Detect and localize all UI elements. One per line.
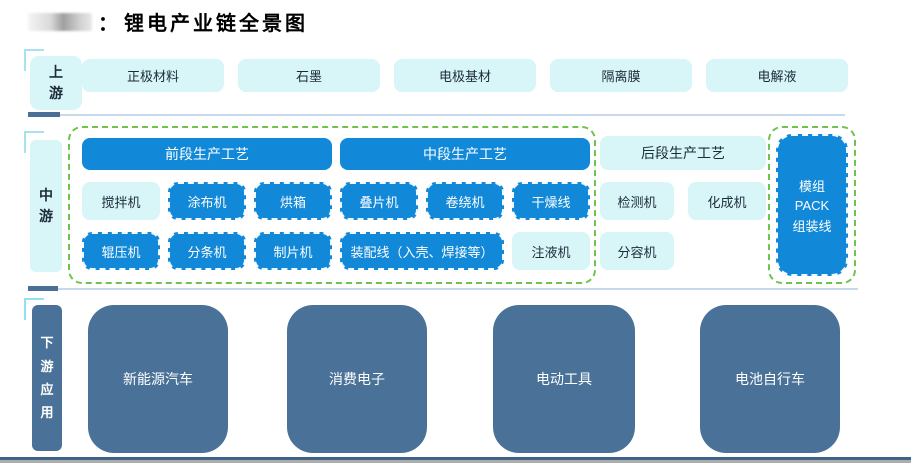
corner-decoration bbox=[24, 49, 44, 71]
machine-drying-line: 干燥线 bbox=[512, 182, 590, 220]
divider-accent bbox=[28, 112, 60, 117]
upstream-item-electrode-substrate: 电极基材 bbox=[394, 59, 536, 92]
upstream-item-separator-film: 隔离膜 bbox=[550, 59, 692, 92]
upstream-item-cathode-material: 正极材料 bbox=[82, 59, 224, 92]
bottom-border-dark bbox=[0, 457, 911, 460]
downstream-row-label: 下游应用 bbox=[32, 305, 62, 451]
title-separator: ： bbox=[98, 13, 118, 35]
machine-winding: 卷绕机 bbox=[426, 182, 504, 220]
upstream-row-label: 上游 bbox=[30, 56, 82, 110]
upstream-item-graphite: 石墨 bbox=[238, 59, 380, 92]
front-middle-process-group: 前段生产工艺 搅拌机 涂布机 烘箱 辊压机 分条机 制片机 中段生产工艺 叠片机… bbox=[68, 126, 596, 284]
machine-roller-press: 辊压机 bbox=[82, 232, 160, 270]
pack-assembly-group: 模组 PACK 组装线 bbox=[768, 126, 856, 284]
machine-mixer: 搅拌机 bbox=[82, 182, 160, 220]
module-pack-assembly-line: 模组 PACK 组装线 bbox=[776, 134, 848, 276]
downstream-item-power-tools: 电动工具 bbox=[493, 305, 635, 453]
machine-oven: 烘箱 bbox=[254, 182, 332, 220]
front-process-header: 前段生产工艺 bbox=[82, 138, 332, 170]
machine-testing: 检测机 bbox=[600, 182, 674, 220]
corner-decoration bbox=[24, 131, 44, 153]
machine-formation: 化成机 bbox=[688, 182, 766, 220]
machine-electrolyte-filling: 注液机 bbox=[512, 232, 590, 270]
redacted-label bbox=[28, 12, 92, 31]
upstream-items-row: 正极材料 石墨 电极基材 隔离膜 电解液 bbox=[82, 59, 848, 92]
machine-slitter: 分条机 bbox=[168, 232, 246, 270]
page-title: 锂电产业链全景图 bbox=[124, 13, 308, 35]
divider-accent bbox=[28, 286, 58, 291]
middle-process-header: 中段生产工艺 bbox=[340, 138, 590, 170]
back-process-section: 后段生产工艺 检测机 化成机 分容机 bbox=[600, 136, 766, 270]
machine-assembly-line: 装配线（入壳、焊接等） bbox=[340, 232, 504, 270]
machine-stacking: 叠片机 bbox=[340, 182, 418, 220]
downstream-item-new-energy-vehicles: 新能源汽车 bbox=[88, 305, 228, 453]
machine-coater: 涂布机 bbox=[168, 182, 246, 220]
machine-sheet-maker: 制片机 bbox=[254, 232, 332, 270]
page-title-bar: ： 锂电产业链全景图 bbox=[28, 7, 308, 36]
back-process-header: 后段生产工艺 bbox=[600, 136, 766, 170]
divider-line bbox=[60, 114, 845, 116]
divider-line bbox=[58, 288, 858, 290]
upstream-item-electrolyte: 电解液 bbox=[706, 59, 848, 92]
middle-process-section: 中段生产工艺 叠片机 卷绕机 干燥线 装配线（入壳、焊接等） 注液机 bbox=[340, 138, 590, 270]
machine-grading: 分容机 bbox=[600, 232, 674, 270]
midstream-row-label: 中游 bbox=[30, 140, 62, 272]
bottom-border-grey bbox=[0, 460, 911, 463]
downstream-item-consumer-electronics: 消费电子 bbox=[287, 305, 427, 453]
front-process-section: 前段生产工艺 搅拌机 涂布机 烘箱 辊压机 分条机 制片机 bbox=[82, 138, 332, 270]
corner-decoration bbox=[24, 298, 44, 320]
downstream-item-electric-bicycles: 电池自行车 bbox=[700, 305, 840, 453]
